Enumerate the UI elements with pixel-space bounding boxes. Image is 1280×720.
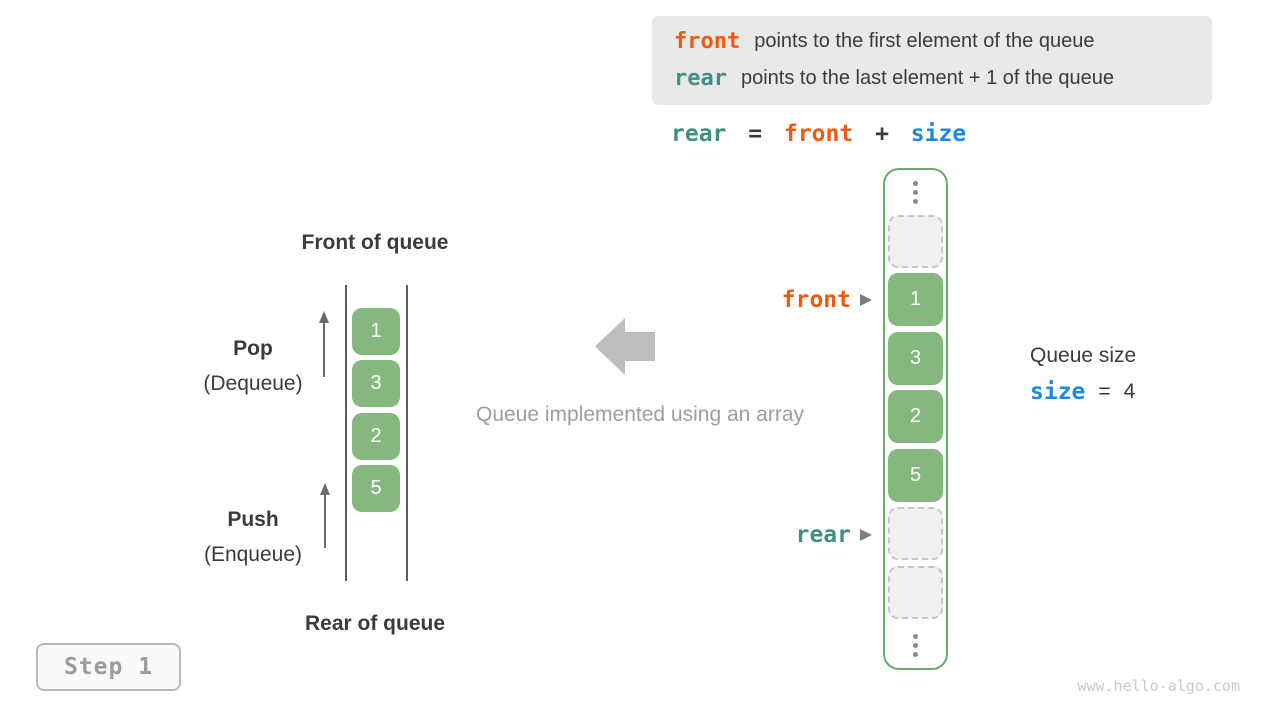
pointer-arrow-icon [860,529,872,541]
pointer-definitions-box: front points to the first element of the… [652,16,1212,105]
queue-size-title: Queue size [1030,344,1137,367]
pointer-arrow-icon [860,294,872,306]
vertical-ellipsis-icon [913,181,918,204]
array-slot: 2 [888,390,943,443]
front-pointer-label: front [781,287,851,313]
rear-term: rear [674,66,727,91]
push-title: Push [227,508,279,531]
rear-of-queue-label: Rear of queue [304,612,446,635]
rear-definition-text: points to the last element + 1 of the qu… [740,67,1115,89]
queue-size-equation: size = 4 [1030,379,1135,405]
array-slot: 3 [888,332,943,385]
queue-cell: 5 [352,465,400,512]
queue-cell: 2 [352,413,400,460]
queue-cell: 1 [352,308,400,355]
push-subtitle: (Enqueue) [203,543,303,566]
equation-lhs: rear [671,121,727,147]
pop-subtitle: (Dequeue) [203,372,303,395]
front-of-queue-label: Front of queue [301,231,449,254]
pointer-equation: rear = front + size [671,121,966,147]
queue-cell: 3 [352,360,400,407]
pop-title: Pop [233,337,273,360]
size-equals: = [1098,380,1111,403]
front-term: front [674,29,741,54]
queue-channel-right-line [406,285,408,581]
push-label: Push (Enqueue) [188,507,318,568]
rear-definition: rear points to the last element + 1 of t… [674,60,1212,97]
array-slot-empty [888,566,943,619]
diagram-caption: Queue implemented using an array [475,403,805,426]
array-slot: 5 [888,449,943,502]
left-block-arrow-icon [595,318,655,380]
front-pointer: front [782,287,872,313]
pop-label: Pop (Dequeue) [188,336,318,397]
size-value: 4 [1123,380,1136,403]
rear-pointer: rear [796,522,872,548]
queue-channel-left-line [345,285,347,581]
watermark: www.hello-algo.com [1077,677,1240,695]
front-definition-text: points to the first element of the queue [754,30,1095,52]
pop-direction-arrow-icon [319,311,329,377]
step-badge: Step 1 [36,643,181,691]
equation-plus: + [875,121,889,147]
push-direction-arrow-icon [320,483,330,548]
vertical-ellipsis-icon [913,634,918,657]
array-slot-empty [888,507,943,560]
equation-operand1: front [783,121,854,147]
size-variable: size [1030,379,1086,405]
array-slot-empty [888,215,943,268]
rear-pointer-label: rear [795,522,851,548]
equation-operand2: size [910,121,967,147]
front-definition: front points to the first element of the… [674,23,1212,60]
array-slot: 1 [888,273,943,326]
equation-equals: = [748,121,763,147]
